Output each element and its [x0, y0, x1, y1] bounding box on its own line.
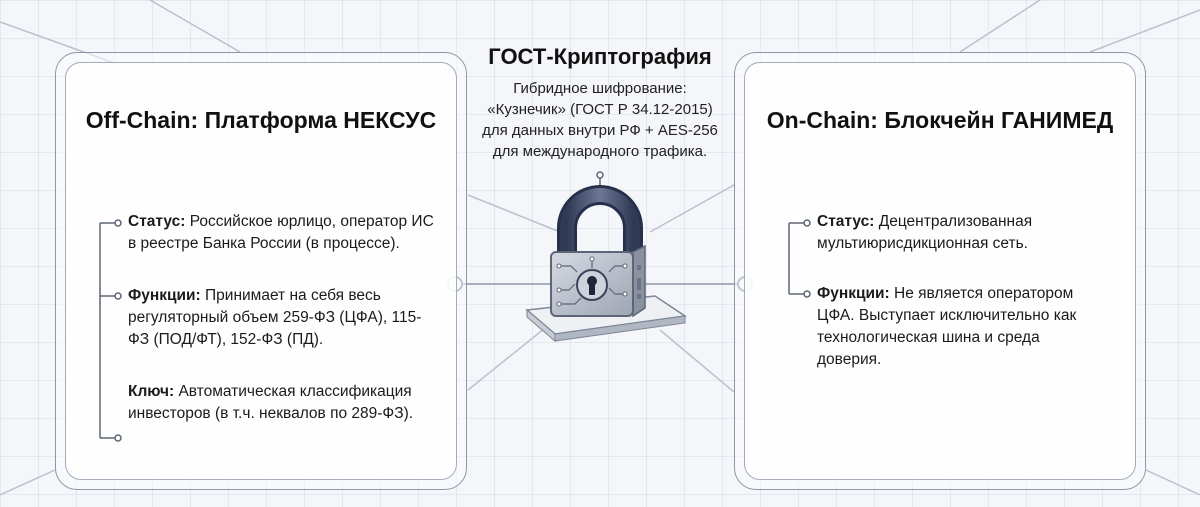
item-line: мультиюрисдикционная сеть.: [817, 235, 1028, 252]
item-line: Децентрализованная: [878, 213, 1033, 230]
padlock-icon: [525, 171, 688, 343]
item-line: регуляторный объем 259-ФЗ (ЦФА), 115-: [128, 309, 422, 326]
on-chain-panel: On-Chain: Блокчейн ГАНИМЕД Статус: Децен…: [734, 52, 1146, 490]
center-line: Гибридное шифрование:: [513, 80, 687, 97]
item-label: Функции:: [817, 285, 890, 302]
center-title: ГОСТ-Криптография: [488, 44, 712, 69]
item-line: ФЗ (ПОД/ФТ), 152-ФЗ (ПД).: [128, 331, 324, 348]
item-line: Автоматическая классификация: [178, 383, 412, 400]
off-chain-panel: Off-Chain: Платформа НЕКСУС Статус: Росс…: [55, 52, 467, 490]
item-label: Статус:: [128, 213, 186, 230]
on-chain-status-item: Статус: Децентрализованная мультиюрисдик…: [817, 211, 1032, 255]
off-chain-status-item: Статус: Российское юрлицо, оператор ИС в…: [128, 211, 434, 255]
on-chain-bracket: [788, 219, 811, 298]
off-chain-key-item: Ключ: Автоматическая классификация инвес…: [128, 381, 413, 425]
off-chain-functions-item: Функции: Принимает на себя весь регулято…: [128, 285, 421, 351]
item-line: доверия.: [817, 351, 882, 368]
item-label: Функции:: [128, 287, 201, 304]
item-line: ЦФА. Выступает исключительно как: [817, 307, 1077, 324]
center-line: «Кузнечик» (ГОСТ Р 34.12-2015): [487, 101, 713, 118]
off-chain-panel-inner: Off-Chain: Платформа НЕКСУС Статус: Росс…: [65, 62, 457, 480]
on-chain-title: On-Chain: Блокчейн ГАНИМЕД: [766, 107, 1114, 133]
item-line: Российское юрлицо, оператор ИС: [189, 213, 434, 230]
item-line: технологическая шина и среда: [817, 329, 1040, 346]
item-line: в реестре Банка России (в процессе).: [128, 235, 400, 252]
on-chain-functions-item: Функции: Не является оператором ЦФА. Выс…: [817, 283, 1076, 371]
item-line: Принимает на себя весь: [205, 287, 381, 304]
center-line: для данных внутри РФ + AES-256: [482, 122, 718, 139]
off-chain-bracket: [99, 219, 122, 442]
off-chain-title: Off-Chain: Платформа НЕКСУС: [85, 107, 437, 133]
item-line: инвесторов (в т.ч. неквалов по 289-ФЗ).: [128, 405, 414, 422]
item-label: Статус:: [817, 213, 875, 230]
center-line: для международного трафика.: [492, 143, 708, 160]
on-chain-panel-inner: On-Chain: Блокчейн ГАНИМЕД Статус: Децен…: [744, 62, 1136, 480]
item-line: Не является оператором: [894, 285, 1074, 302]
center-description: Гибридное шифрование: «Кузнечик» (ГОСТ Р…: [440, 78, 760, 162]
item-label: Ключ:: [128, 383, 175, 400]
